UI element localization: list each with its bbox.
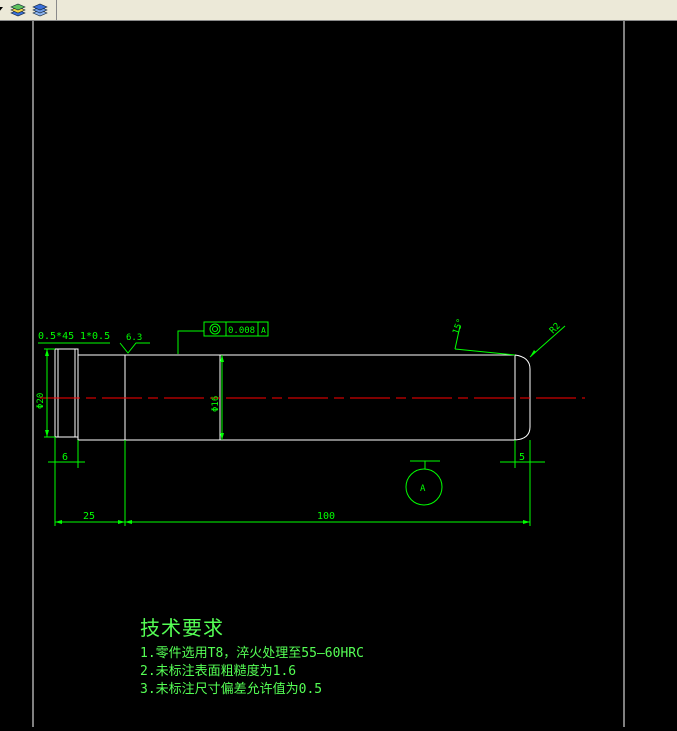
dia20-label: Φ20 bbox=[36, 393, 46, 409]
dimensions bbox=[38, 321, 566, 526]
note-line-1: 1.零件选用T8，淬火处理至55—60HRC bbox=[140, 646, 364, 661]
arrow-heads bbox=[45, 349, 536, 524]
dropdown-arrow-icon[interactable] bbox=[0, 1, 6, 19]
datum-ref-label: A bbox=[261, 326, 266, 335]
tolerance-value: 0.008 bbox=[228, 326, 255, 336]
radius-label: R2 bbox=[548, 321, 563, 336]
dia16-label: Φ16 bbox=[211, 396, 221, 412]
drawing-canvas[interactable]: 0.5*45 1*0.5 6.3 0.008 A Φ20 Φ16 15° R2 … bbox=[0, 21, 677, 727]
notes-title: 技术要求 bbox=[140, 616, 224, 640]
shaft-outline bbox=[54, 348, 531, 441]
chamfer2-label: 1*0.5 bbox=[80, 331, 110, 342]
layer-stack-icon[interactable] bbox=[8, 1, 28, 19]
note-line-3: 3.未标注尺寸偏差允许值为0.5 bbox=[140, 682, 323, 697]
angle-label: 15° bbox=[451, 317, 466, 336]
chamfer-label: 0.5*45 bbox=[38, 331, 74, 342]
len25-label: 25 bbox=[83, 511, 95, 522]
layer-manager-icon[interactable] bbox=[30, 1, 50, 19]
technical-requirements: 技术要求 1.零件选用T8，淬火处理至55—60HRC 2.未标注表面粗糙度为1… bbox=[140, 612, 364, 699]
len100-label: 100 bbox=[317, 511, 335, 522]
toolbar bbox=[0, 0, 677, 21]
len5-label: 5 bbox=[519, 452, 525, 463]
datum-a-label: A bbox=[420, 484, 426, 494]
len6-label: 6 bbox=[62, 452, 68, 463]
note-line-2: 2.未标注表面粗糙度为1.6 bbox=[140, 664, 297, 679]
roughness-label: 6.3 bbox=[126, 333, 142, 343]
cad-drawing: 0.5*45 1*0.5 6.3 0.008 A Φ20 Φ16 15° R2 … bbox=[32, 21, 625, 727]
toolbar-separator bbox=[56, 0, 57, 20]
